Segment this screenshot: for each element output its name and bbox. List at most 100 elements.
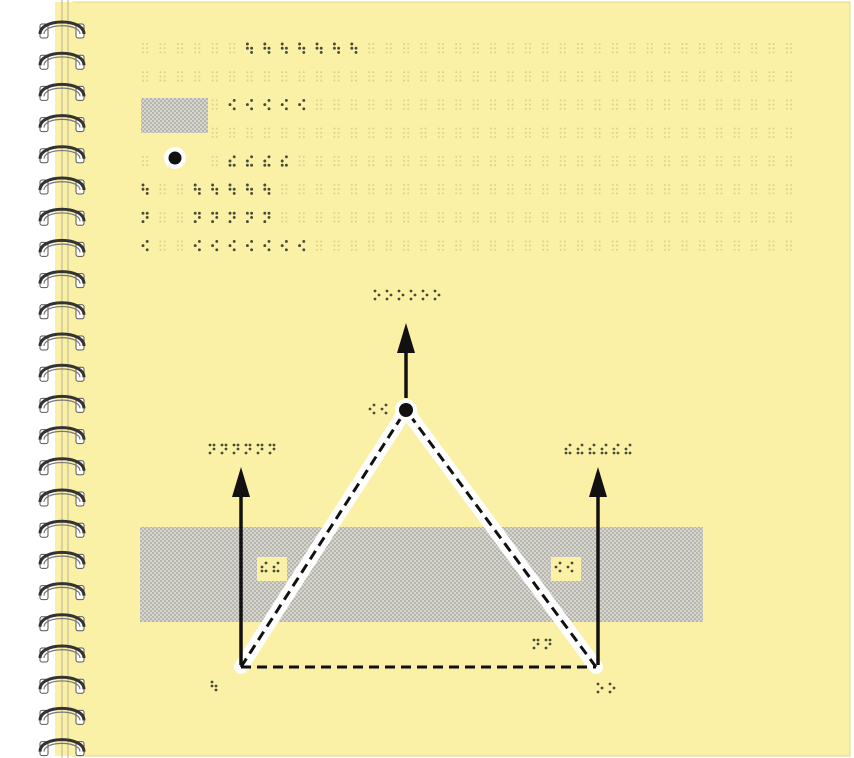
braille-blank-cell (298, 183, 305, 195)
braille-blank-cell (507, 212, 514, 223)
braille-blank-cell (698, 99, 706, 110)
braille-blank-cell (315, 183, 323, 195)
braille-cell (350, 42, 358, 54)
braille-blank-cell (611, 212, 619, 223)
braille-blank-cell (768, 183, 775, 195)
braille-blank-cell (472, 127, 479, 139)
braille-cell (245, 183, 254, 195)
braille-blank-cell (437, 71, 445, 82)
braille-blank-cell (315, 155, 323, 167)
braille-blank-cell (716, 240, 723, 251)
braille-blank-cell (785, 99, 793, 110)
braille-blank-cell (455, 127, 462, 139)
braille-blank-cell (646, 183, 653, 195)
braille-blank-cell (455, 240, 462, 251)
spiral-ring (38, 488, 86, 507)
braille-blank-cell (785, 127, 793, 139)
braille-blank-cell (368, 42, 375, 54)
braille-blank-cell (402, 42, 410, 54)
braille-blank-cell (489, 212, 497, 223)
braille-blank-cell (542, 212, 549, 223)
braille-blank-cell (524, 183, 532, 195)
braille-blank-cell (629, 71, 636, 82)
arrow-up-icon (232, 467, 250, 665)
braille-blank-cell (402, 155, 410, 167)
braille-blank-cell (559, 71, 566, 82)
braille-blank-cell (629, 240, 636, 251)
braille-cell (193, 239, 201, 252)
braille-blank-cell (472, 212, 479, 223)
braille-blank-cell (716, 183, 723, 195)
braille-cell (263, 239, 271, 252)
band-texture-left (141, 528, 237, 621)
braille-blank-cell (455, 183, 462, 195)
braille-blank-cell (733, 183, 740, 195)
braille-blank-cell (333, 240, 340, 251)
braille-blank-cell (472, 71, 479, 82)
braille-blank-cell (611, 183, 619, 195)
braille-blank-cell (663, 99, 671, 110)
braille-blank-cell (785, 71, 793, 82)
braille-blank-cell (350, 212, 358, 223)
braille-blank-cell (437, 183, 445, 195)
braille-blank-cell (489, 71, 497, 82)
braille-cell (211, 239, 219, 252)
braille-blank-cell (281, 183, 288, 195)
braille-blank-cell (315, 71, 323, 82)
braille-blank-cell (211, 71, 218, 82)
braille-blank-cell (750, 99, 758, 110)
braille-blank-cell (594, 155, 601, 167)
spiral-ring (38, 551, 86, 569)
braille-blank-cell (194, 71, 201, 82)
braille-cell (228, 239, 236, 252)
braille-blank-cell (663, 42, 671, 54)
braille-cell (298, 239, 306, 252)
braille-blank-cell (646, 71, 653, 82)
braille-blank-cell (402, 240, 410, 251)
braille-label-base (532, 638, 552, 650)
band-label-patch-left (257, 557, 287, 581)
legend-texture-swatch (141, 98, 208, 133)
braille-blank-cell (350, 155, 358, 167)
braille-blank-cell (681, 99, 688, 110)
braille-blank-cell (733, 42, 740, 54)
braille-blank-cell (385, 99, 392, 110)
braille-blank-cell (716, 212, 723, 223)
braille-blank-cell (785, 183, 793, 195)
braille-cell (263, 42, 271, 54)
braille-blank-cell (559, 155, 566, 167)
braille-blank-cell (663, 212, 671, 223)
braille-blank-cell (733, 240, 740, 251)
braille-blank-cell (524, 155, 532, 167)
braille-blank-cell (420, 183, 427, 195)
braille-blank-cell (472, 99, 479, 110)
braille-blank-cell (698, 42, 706, 54)
braille-blank-cell (368, 212, 375, 223)
braille-cell (263, 211, 271, 224)
braille-cell (245, 98, 254, 111)
braille-blank-cell (559, 127, 566, 139)
braille-blank-cell (402, 183, 410, 195)
braille-cell (298, 98, 306, 111)
braille-blank-cell (646, 155, 653, 167)
braille-blank-cell (385, 183, 392, 195)
braille-blank-cell (611, 127, 619, 139)
braille-blank-cell (228, 42, 236, 54)
braille-blank-cell (698, 155, 706, 167)
braille-blank-cell (594, 212, 601, 223)
braille-blank-cell (455, 155, 462, 167)
braille-blank-cell (594, 42, 601, 54)
braille-label-apex (368, 403, 388, 415)
braille-blank-cell (350, 71, 358, 82)
braille-cell (228, 98, 236, 111)
braille-blank-cell (385, 155, 392, 167)
braille-cell (228, 183, 236, 195)
braille-blank-cell (333, 127, 340, 139)
braille-blank-cell (576, 240, 584, 251)
braille-blank-cell (263, 71, 271, 82)
braille-blank-cell (507, 240, 514, 251)
braille-blank-cell (141, 71, 149, 82)
dashed-triangle (239, 409, 598, 669)
braille-blank-cell (542, 99, 549, 110)
braille-blank-cell (663, 183, 671, 195)
